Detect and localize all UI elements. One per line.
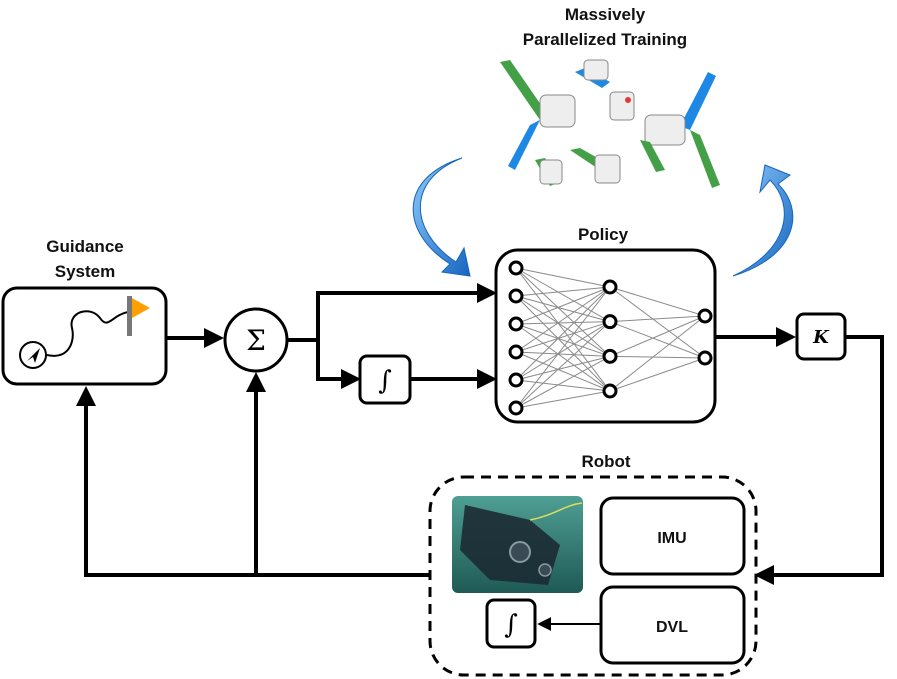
nn-connection [515,323,611,357]
guidance-title-line2: System [55,262,115,281]
nn-node [697,350,713,366]
nn-connection [515,321,611,409]
nn-connection [609,357,706,392]
nn-node [602,314,618,330]
neural-network [508,260,713,416]
nn-node [697,308,713,324]
nn-connection [609,315,706,357]
nn-node [508,260,524,276]
nn-connection [515,295,611,357]
nn-connection [515,286,611,353]
nn-connection [515,355,611,409]
nn-connection [609,286,706,359]
nn-connection [515,390,611,409]
nn-connection [515,286,611,381]
integrator-box [358,354,412,405]
nn-node [508,400,524,416]
nn-connection [515,321,611,353]
sum-to-integrator-arrow [316,340,361,389]
guidance-title-line1: Guidance [46,237,123,256]
robot-integrator-box [485,598,537,649]
nn-node [602,383,618,399]
gain-to-robot-arrow [754,335,884,585]
nn-connection [609,315,706,392]
nn-connection [515,286,611,325]
training-title-line2: Parallelized Training [523,30,687,49]
nn-connection [515,295,611,323]
nn-connection [515,286,611,297]
robot-title: Robot [581,452,630,471]
nn-connection [515,323,611,392]
compass-icon [19,341,47,369]
dvl-label: DVL [656,619,688,636]
curved-arrow-icon [412,157,471,277]
policy-title: Policy [578,225,629,244]
nn-connection [515,267,611,288]
nn-node [508,316,524,332]
nn-connection [515,351,611,392]
nn-node [602,348,618,364]
robot-integrator-symbol: ∫ [504,610,518,640]
nn-connection [515,295,611,392]
nn-node [508,344,524,360]
imu-box [599,496,746,576]
imu-label: IMU [657,530,686,547]
integrator-symbol: ∫ [378,366,392,396]
nn-connection [609,315,706,323]
simulation-robots-image [500,59,720,188]
flag-icon [127,296,150,336]
nn-connection [515,321,611,325]
nn-node [508,372,524,388]
sum-symbol: Σ [246,324,266,357]
nn-node [508,288,524,304]
training-title-line1: Massively [565,5,646,24]
nn-connection [515,355,611,381]
nn-connection [515,351,611,357]
nn-connection [515,267,611,323]
trajectory-path [46,310,129,357]
nn-connection [609,355,706,359]
nn-connection [515,286,611,409]
gain-symbol: K [812,327,830,348]
robot-photo [452,496,583,593]
nn-connection [609,286,706,317]
nn-node [602,279,618,295]
curved-arrow-icon [732,164,794,277]
sum-to-policy-arrow [287,283,497,342]
nn-connection [609,321,706,359]
nn-connection [515,267,611,392]
nn-connection [515,267,611,357]
nn-connection [515,379,611,392]
feedback-to-guidance-arrow [76,386,430,577]
guidance-system-box [1,286,168,386]
nn-connection [515,321,611,381]
